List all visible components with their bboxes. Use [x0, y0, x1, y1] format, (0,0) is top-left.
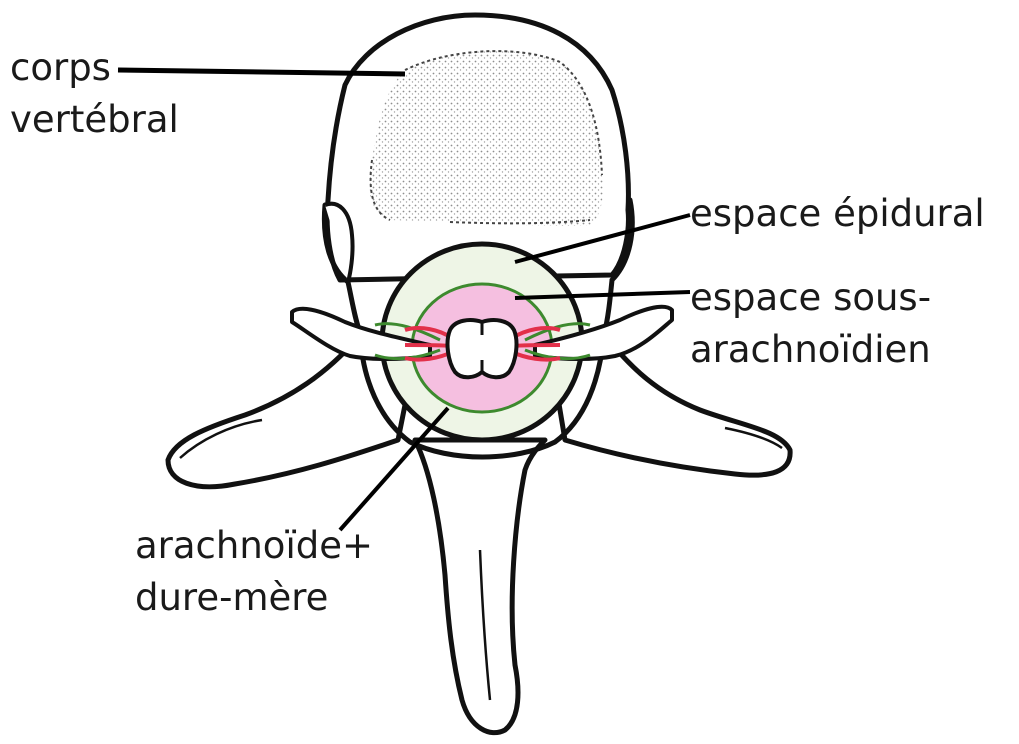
- label-sous-line2: arachnoïdien: [690, 324, 931, 376]
- label-corps-vertebral: corps vertébral: [10, 42, 179, 146]
- label-corps-line2: vertébral: [10, 94, 179, 146]
- label-arachnoide-dure-mere: arachnoïde+ dure-mère: [135, 520, 373, 624]
- label-corps-line1: corps: [10, 42, 179, 94]
- label-espace-epidural: espace épidural: [690, 188, 985, 240]
- vertebral-body-stipple: [369, 51, 603, 226]
- label-arachnoide-line2: dure-mère: [135, 572, 373, 624]
- spinous-process: [415, 440, 545, 733]
- label-arachnoide-line1: arachnoïde+: [135, 520, 373, 572]
- label-espace-sous-arachnoidien: espace sous- arachnoïdien: [690, 272, 931, 376]
- label-sous-line1: espace sous-: [690, 272, 931, 324]
- label-epidural-line1: espace épidural: [690, 188, 985, 240]
